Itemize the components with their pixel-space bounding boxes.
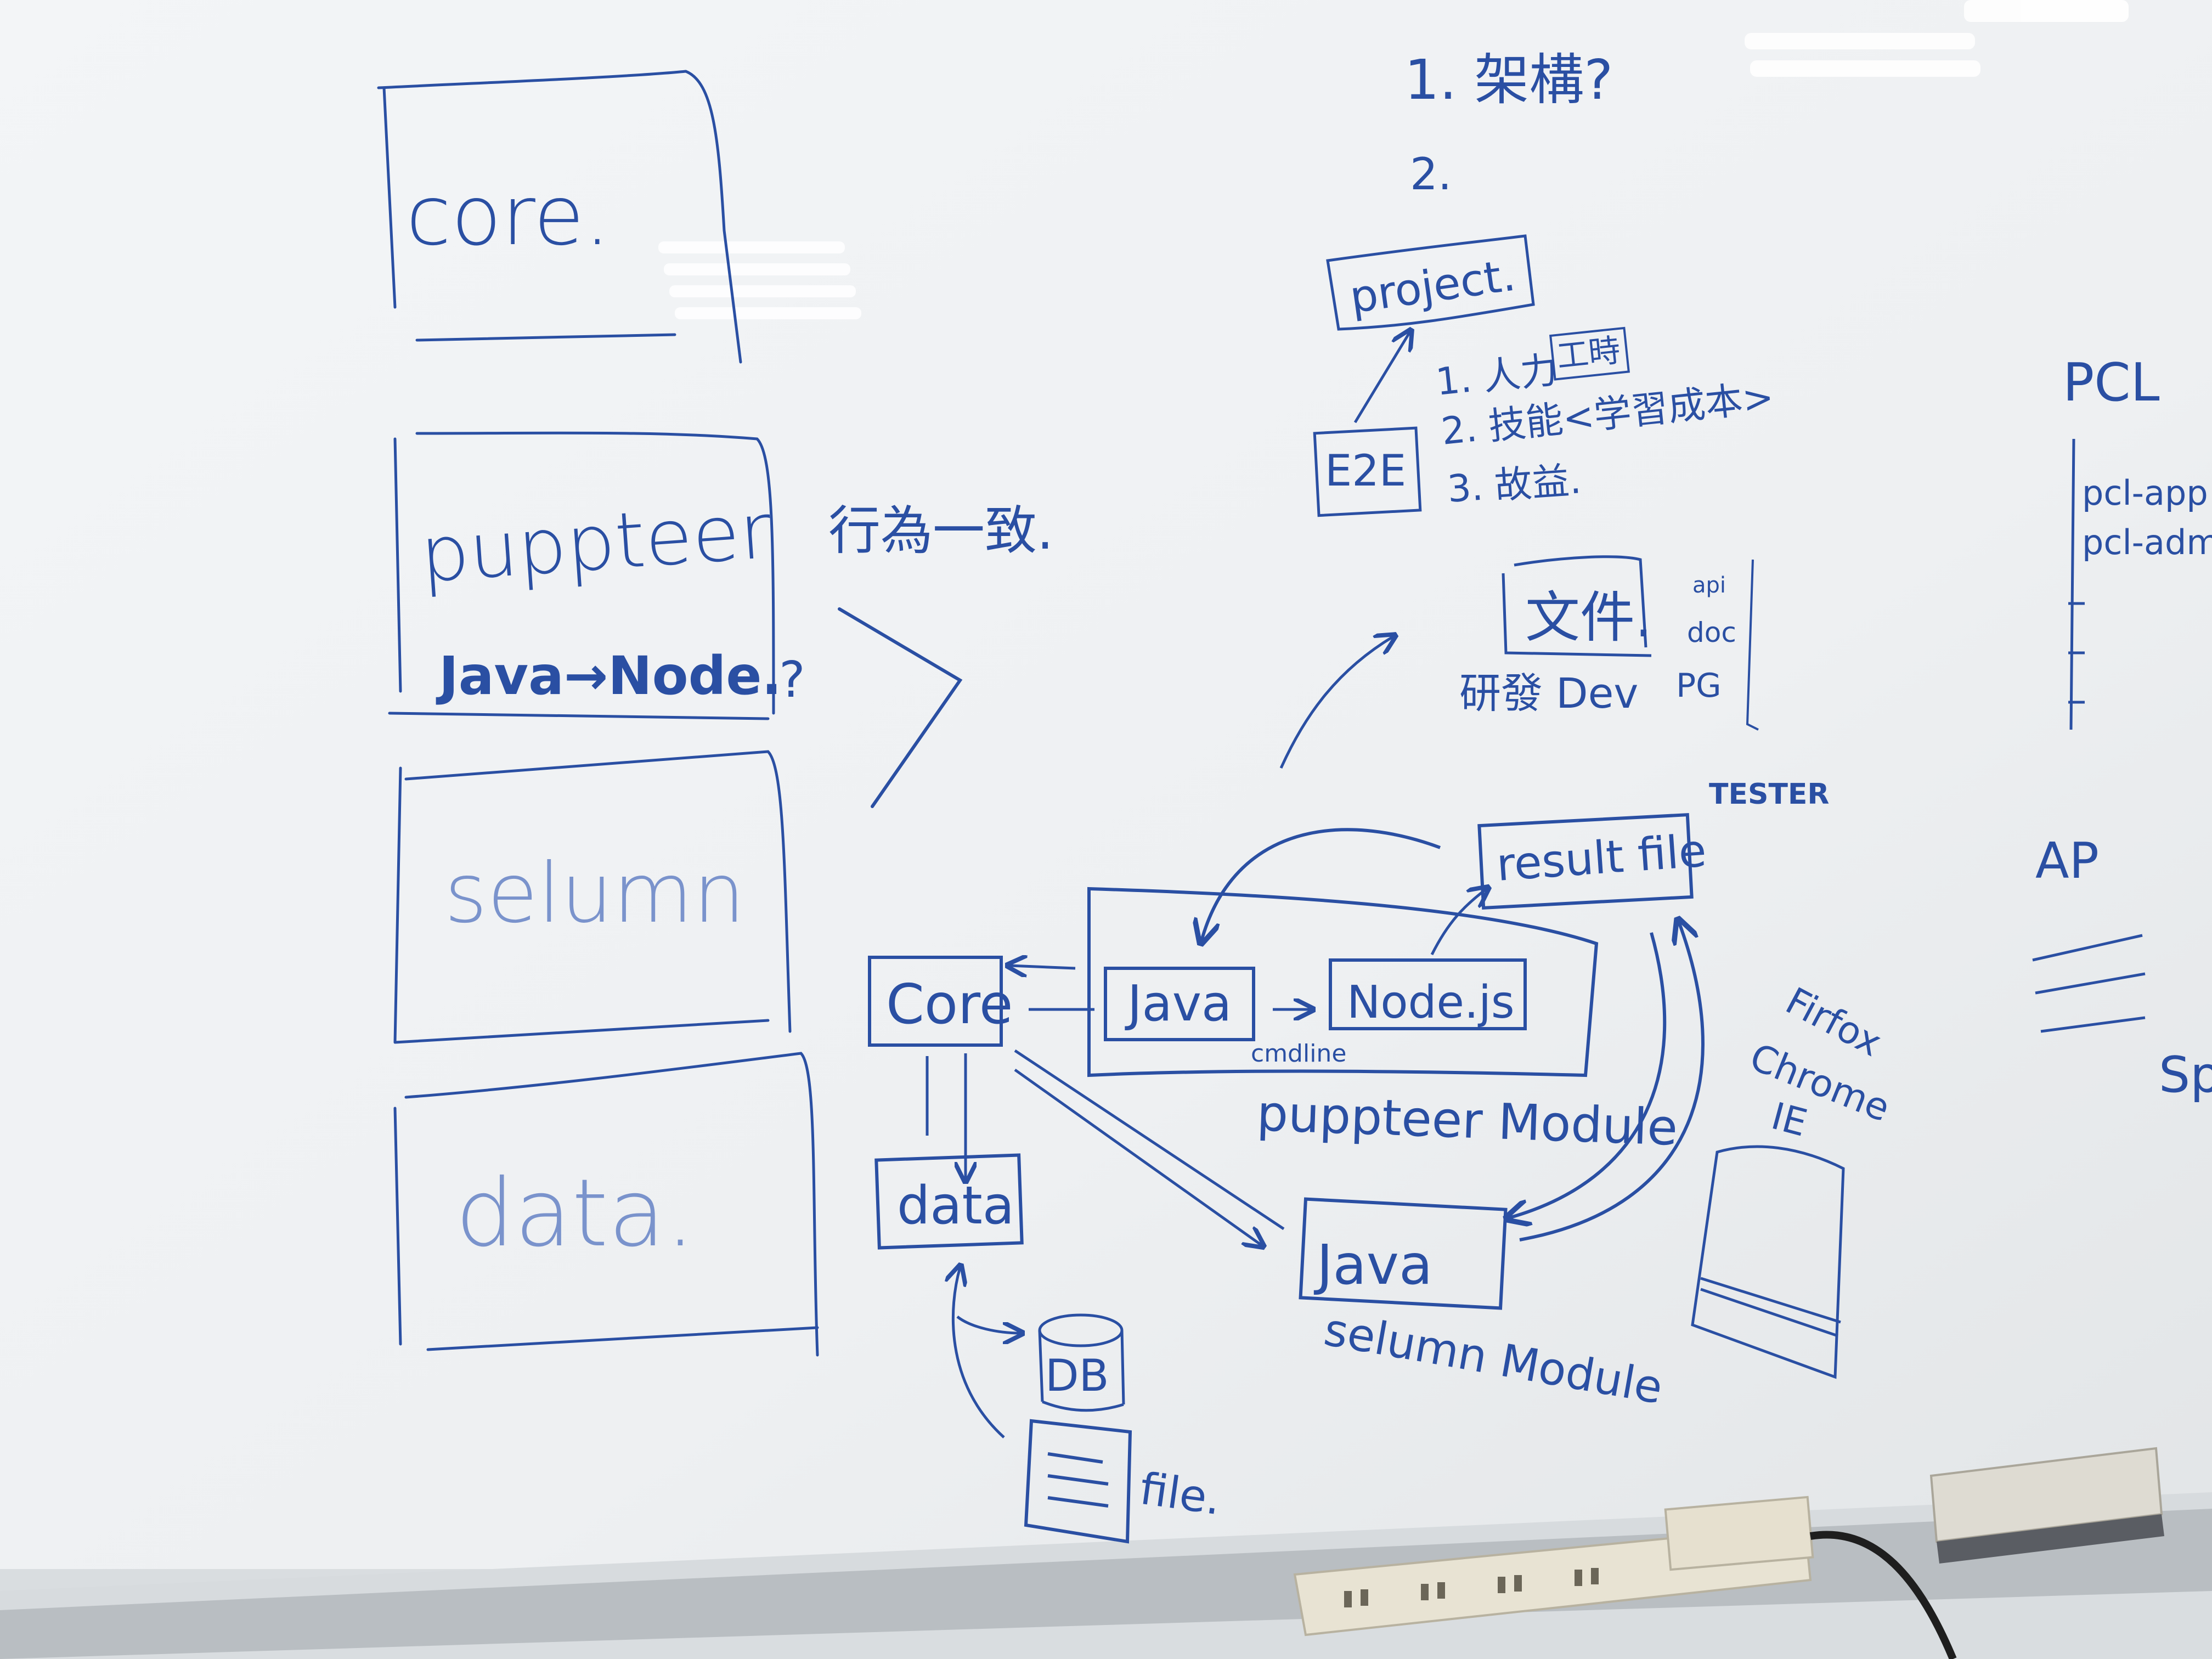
selumn-label: selumn: [444, 846, 745, 941]
browser-device-drawing: [1691, 1145, 1845, 1379]
question-mark: ?: [779, 651, 805, 709]
java-bottom-box: [1299, 1197, 1508, 1310]
pcl-tree-line: [2068, 438, 2085, 730]
node-to-result-arrow: [1430, 889, 1487, 956]
file-label: file.: [1137, 1463, 1224, 1525]
consistency-note: 行為一致.: [828, 501, 1053, 561]
data-box: [874, 1153, 1024, 1250]
core-box: [868, 956, 1003, 1047]
pcl-item-adm: pcl-adm: [2082, 522, 2212, 562]
pcl-title: PCL: [2063, 353, 2160, 413]
result-file-box: [1477, 813, 1694, 910]
data-label: data.: [455, 1159, 695, 1268]
data-to-storage-arrows: [953, 1267, 1020, 1438]
doc-item-pg: PG: [1676, 667, 1722, 705]
puppteer-module-frame: [1087, 887, 1599, 1077]
power-strip: [1293, 1496, 1957, 1659]
light-reflection: [658, 0, 2129, 319]
doc-item-api: api: [1692, 573, 1726, 598]
selumn-frame: [393, 750, 792, 1044]
selumn-to-result-arrow: [1519, 922, 1705, 1242]
e2e-box: [1313, 426, 1422, 517]
result-to-java-arrow: [1201, 828, 1441, 941]
file-icon: [1024, 1419, 1132, 1544]
tester-label: TESTER: [1709, 778, 1829, 811]
core-box-label: Core: [886, 972, 1013, 1036]
db-label: DB: [1045, 1350, 1109, 1401]
chevron-arrow-icon: [838, 607, 963, 808]
node-label: Node.js: [1347, 977, 1515, 1029]
docs-label: 文件.: [1525, 585, 1652, 650]
core-to-selumn-arrow: [1014, 1049, 1285, 1245]
result-to-selumn-arrow: [1509, 932, 1667, 1218]
right-edge-lines: [2032, 934, 2146, 1033]
up-arrow-to-docs: [1279, 636, 1393, 769]
dev-label: 研發 Dev: [1459, 669, 1638, 718]
board-surface: [0, 0, 2212, 1569]
top-list-item-2: 2.: [1410, 149, 1452, 200]
e2e-label: E2E: [1325, 447, 1406, 496]
data-box-label: data: [897, 1176, 1014, 1236]
e2e-to-project-arrow: [1353, 332, 1410, 424]
e2e-reason-3: 3. 故益.: [1446, 459, 1583, 511]
java-top-label: Java: [1125, 975, 1232, 1032]
node-box: [1329, 958, 1527, 1030]
manpower-tag-box: [1549, 326, 1630, 381]
core-label: core.: [406, 168, 611, 264]
docs-bracket: [1746, 559, 1759, 731]
puppteer-frame: [388, 431, 775, 720]
core-java-arrows: [1009, 966, 1094, 1011]
pcl-item-app: pcl-app: [2082, 473, 2208, 513]
top-list-item-1: 1. 架構?: [1404, 48, 1613, 112]
java-bottom-label: Java: [1313, 1233, 1432, 1297]
manpower-tag: 工時: [1555, 331, 1622, 375]
cmdline-label: cmdline: [1251, 1040, 1346, 1068]
docs-box: [1502, 555, 1652, 657]
java-top-box: [1104, 967, 1255, 1041]
database-icon: [1038, 1313, 1125, 1412]
core-frame: [377, 70, 742, 364]
doc-item-doc: doc: [1687, 617, 1736, 648]
eraser: [1929, 1447, 2164, 1564]
data-frame: [393, 1052, 819, 1357]
java-node-label: Java→Node.: [436, 645, 782, 707]
ap-label: AP: [2035, 832, 2099, 890]
sp-label: Sp: [2159, 1046, 2212, 1104]
